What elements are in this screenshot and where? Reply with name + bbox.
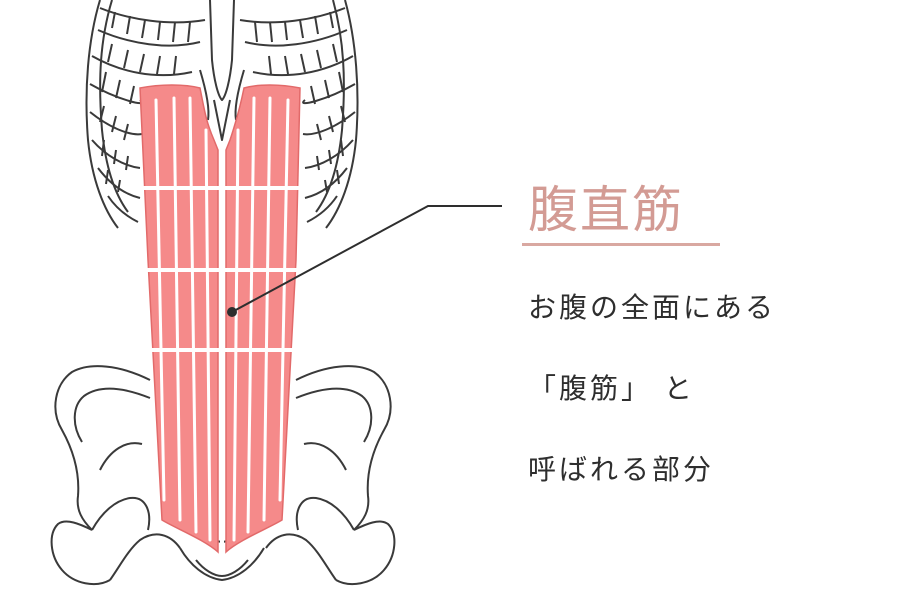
title-underline xyxy=(522,243,720,246)
description-line-2: 「腹筋」 と xyxy=(528,372,695,405)
leader-line xyxy=(227,205,502,317)
rib-cage xyxy=(85,0,359,229)
description-line-1: お腹の全面にある xyxy=(528,291,777,324)
leader-dot xyxy=(227,307,237,317)
muscle-name-title: 腹直筋 xyxy=(528,181,684,239)
description-line-3: 呼ばれる部分 xyxy=(528,453,715,486)
pelvis xyxy=(50,365,396,586)
rectus-abdominis-muscle xyxy=(139,84,301,555)
